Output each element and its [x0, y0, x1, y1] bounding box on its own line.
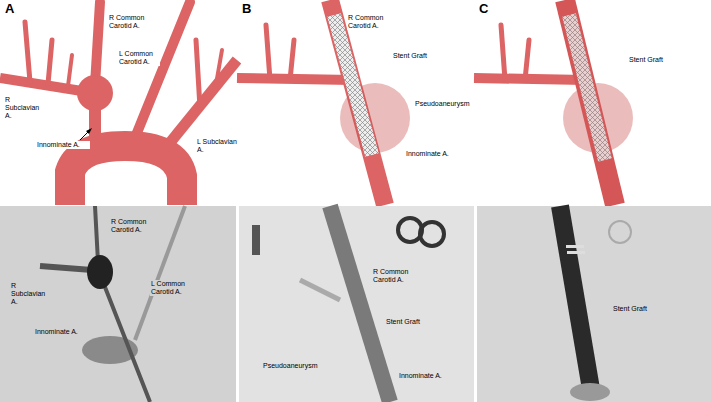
angiogram-b: [239, 206, 474, 402]
angiogram-a: [0, 206, 236, 402]
anatomy-label: Stent Graft: [628, 56, 674, 64]
panel-letter: A: [4, 2, 15, 15]
anatomy-label: Innominate A.: [36, 141, 90, 149]
anatomy-label: R Common Carotid A.: [372, 268, 422, 284]
anatomy-label: R Common Carotid A.: [347, 14, 395, 30]
panel-letter: B: [241, 2, 252, 15]
anatomy-label: R Subclavian A.: [4, 96, 46, 119]
anatomy-label: Stent Graft: [392, 52, 438, 60]
anatomy-label: R Subclavian A.: [10, 282, 52, 305]
angiogram-c: [477, 206, 711, 402]
anatomy-label: L Common Carotid A.: [118, 50, 160, 66]
stent-schematic-b: [237, 0, 410, 205]
anatomy-label: Pseudoaneurysm: [262, 362, 326, 370]
arch-schematic-a: [0, 2, 237, 205]
pointer-arrow: [80, 128, 92, 140]
anatomy-label: Stent Graft: [385, 318, 432, 326]
anatomy-label: L Subclavian A.: [196, 138, 238, 154]
anatomy-label: R Common Carotid A.: [108, 14, 158, 30]
anatomy-label: Pseudoaneurysm: [414, 100, 474, 108]
stent-schematic-c: [474, 0, 633, 205]
anatomy-label: Innominate A.: [398, 372, 456, 380]
panel-letter: C: [478, 2, 489, 15]
anatomy-label: L Common Carotid A.: [150, 280, 197, 296]
anatomy-label: R Common Carotid A.: [110, 218, 160, 234]
anatomy-label: Stent Graft: [612, 305, 659, 313]
anatomy-label: Innominate A.: [405, 150, 462, 158]
anatomy-label: Innominate A.: [34, 328, 88, 336]
